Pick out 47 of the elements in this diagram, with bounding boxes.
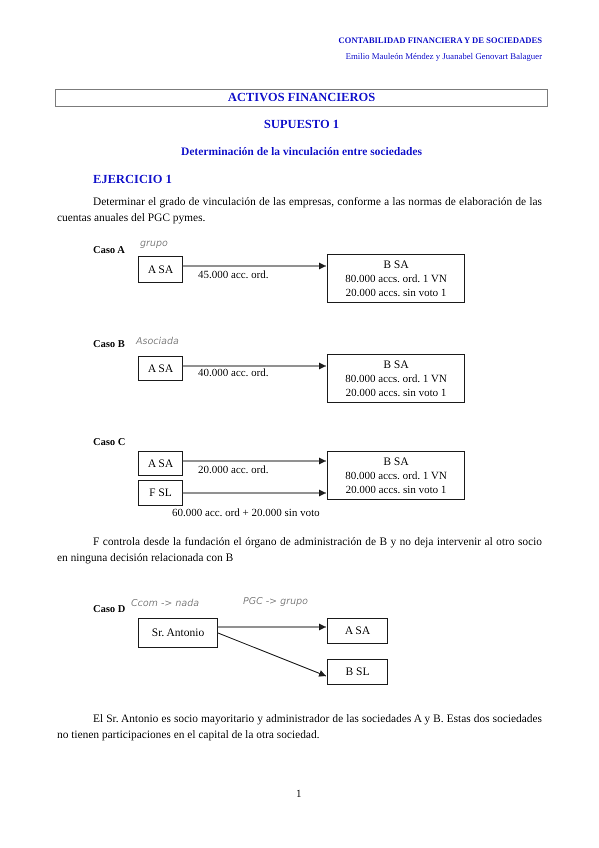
title-banner: ACTIVOS FINANCIEROS — [55, 89, 548, 107]
handwritten-note: Ccom -> nada — [131, 598, 200, 609]
edge-label: 40.000 acc. ord. — [198, 367, 269, 379]
company-box — [327, 254, 465, 303]
company-box: A SA — [138, 356, 183, 381]
case-label: Caso A — [93, 245, 125, 256]
company-name: B SA — [383, 258, 409, 272]
exercise-heading: EJERCICIO 1 — [93, 172, 172, 187]
handwritten-note: PGC -> grupo — [243, 596, 308, 607]
company-name: B SA — [383, 358, 409, 372]
share-details: 80.000 accs. ord. 1 VN — [345, 468, 447, 482]
edge-label: 60.000 acc. ord + 20.000 sin voto — [172, 507, 320, 519]
arrow — [218, 632, 326, 677]
share-details: 20.000 accs. sin voto 1 — [346, 386, 446, 400]
arrow — [182, 490, 326, 496]
arrow — [218, 624, 326, 630]
company-box: A SA — [138, 256, 183, 283]
company-box: F SL — [138, 480, 183, 506]
arrow — [182, 262, 326, 270]
subtitle: Determinación de la vinculación entre sociedades — [180, 146, 423, 158]
company-box: B SL — [327, 659, 388, 685]
case-label: Caso D — [93, 604, 126, 615]
company-name: B SA — [383, 454, 409, 468]
handwritten-note: grupo — [140, 238, 168, 249]
share-details: 80.000 accs. ord. 1 VN — [345, 372, 447, 386]
company-box — [327, 354, 465, 403]
paragraph: F controla desde la fundación el órgano de administración de B y no deja intervenir al otro socio en ninguna decisión relacionada con B — [57, 535, 542, 566]
paragraph: El Sr. Antonio es socio mayoritario y administrador de las sociedades A y B. Estas dos sociedades no tienen participaciones en el capital de la otra sociedad. — [57, 712, 542, 743]
page-number: 1 — [296, 788, 302, 800]
author-line: Emilio Mauleón Méndez y Juanabel Genovart Balaguer — [344, 51, 542, 61]
case-label: Caso B — [93, 339, 125, 350]
share-details: 20.000 accs. sin voto 1 — [346, 482, 446, 496]
share-details: 80.000 accs. ord. 1 VN — [345, 272, 447, 286]
paragraph: Determinar el grado de vinculación de las empresas, conforme a las normas de elaboración de las cuentas anuales del PGC pymes. — [57, 195, 542, 226]
company-box: A SA — [327, 618, 388, 644]
arrow — [182, 362, 326, 370]
section-heading: SUPUESTO 1 — [262, 117, 340, 132]
arrow — [182, 458, 326, 464]
person-box: Sr. Antonio — [138, 618, 218, 648]
case-label: Caso C — [93, 437, 126, 448]
header-text: CONTABILIDAD FINANCIERA Y DE SOCIEDADES — [337, 35, 542, 45]
company-box — [327, 451, 465, 500]
edge-label: 45.000 acc. ord. — [198, 269, 269, 281]
edge-label: 20.000 acc. ord. — [198, 464, 269, 476]
share-details: 20.000 accs. sin voto 1 — [346, 286, 446, 300]
company-box: A SA — [138, 451, 183, 476]
handwritten-note: Asociada — [136, 336, 179, 347]
